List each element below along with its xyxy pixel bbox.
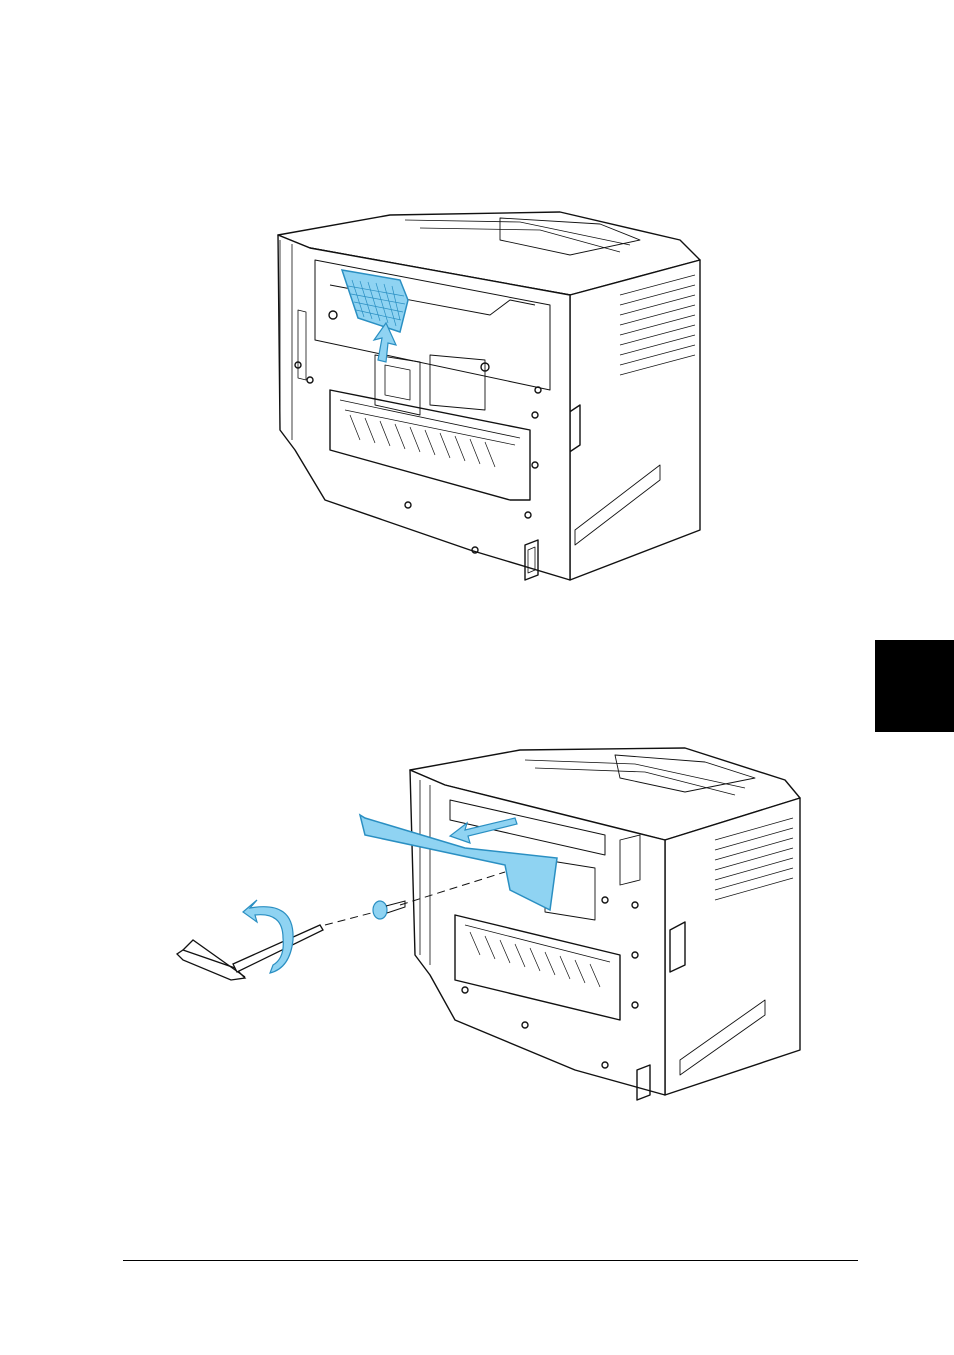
chapter-tab <box>875 640 954 732</box>
footer-rule-line <box>123 1260 858 1261</box>
footer-rule <box>123 1260 858 1261</box>
printer-rear-illustration-1 <box>270 200 720 595</box>
chapter-tab-shape <box>875 640 954 732</box>
figure-remove-rear-cover <box>165 740 810 1105</box>
screw-icon <box>373 901 405 919</box>
figure-remove-filter-cover <box>270 200 720 595</box>
hex-wrench-icon <box>177 925 323 980</box>
printer-rear-illustration-2 <box>165 740 810 1105</box>
